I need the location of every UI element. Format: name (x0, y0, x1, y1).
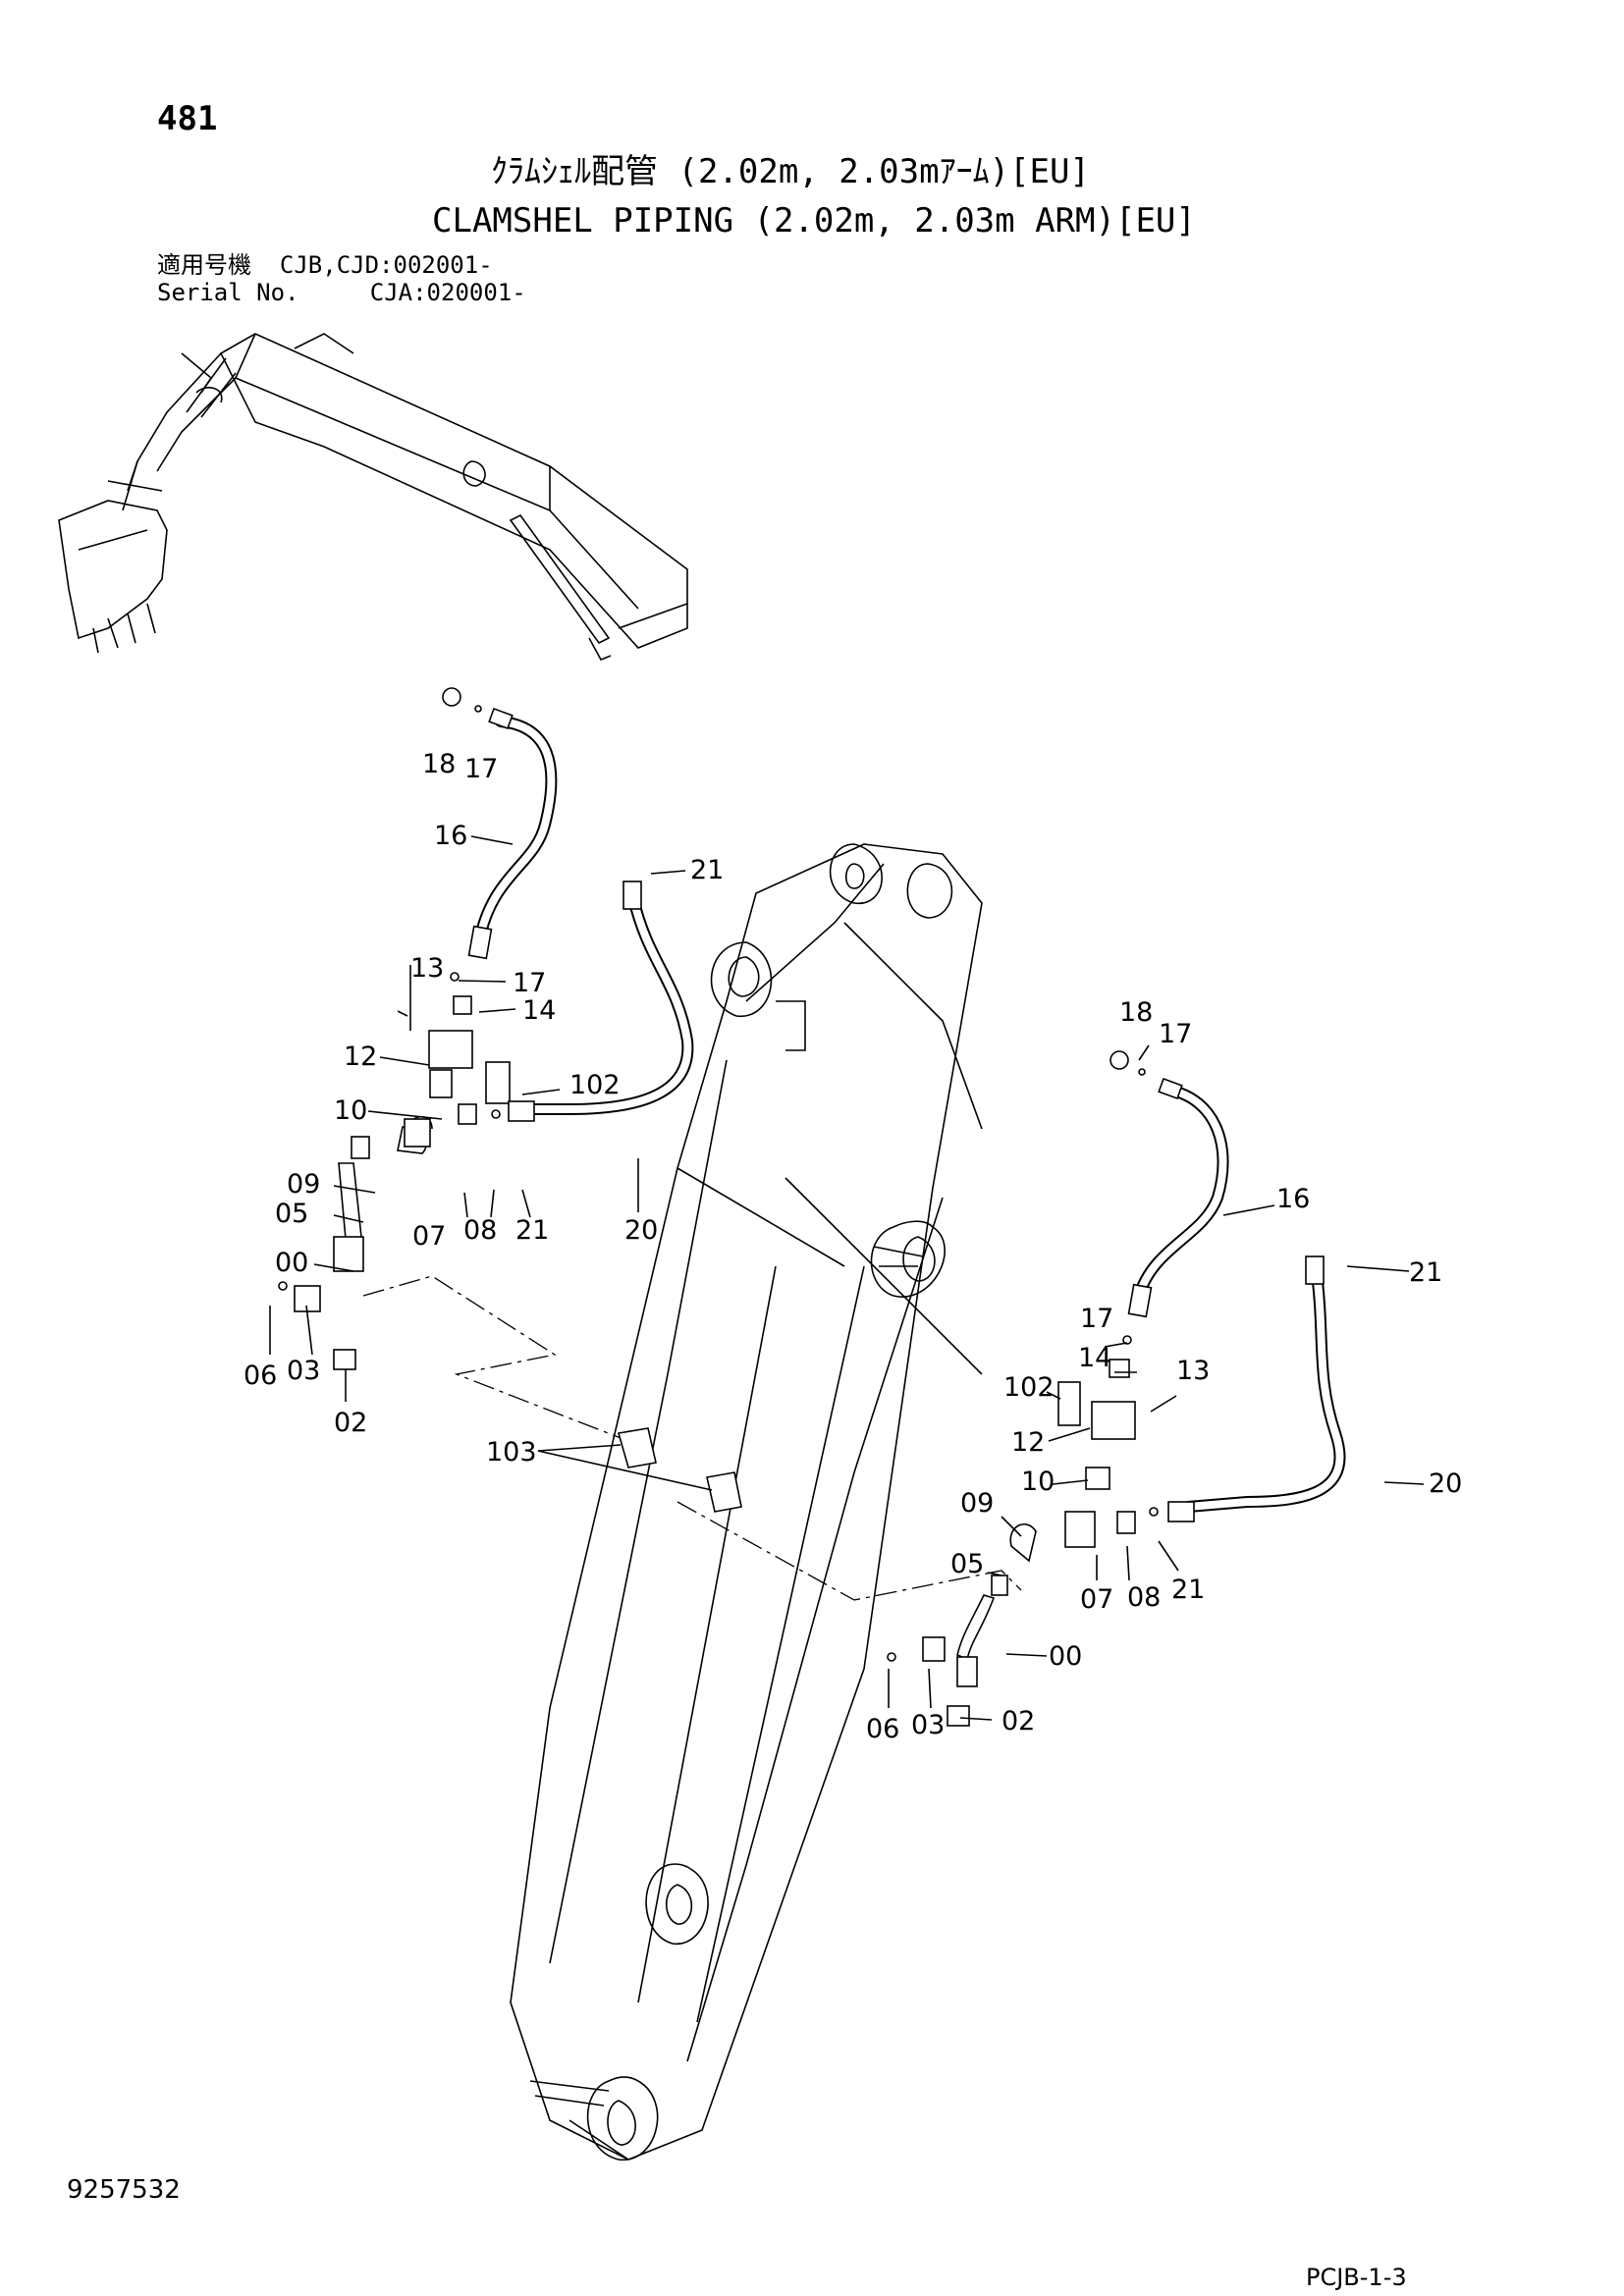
callout-06: 06 (866, 1714, 899, 1744)
callout-00: 00 (275, 1248, 308, 1278)
callout-20: 20 (624, 1215, 658, 1246)
callouts-right: 18 17 16 21 17 14 13 102 12 10 09 20 05 … (866, 997, 1462, 1744)
callout-13: 13 (410, 953, 444, 984)
callout-09: 09 (287, 1169, 320, 1200)
callout-16: 16 (434, 821, 467, 851)
callout-05: 05 (950, 1549, 984, 1579)
callout-17: 17 (1159, 1019, 1192, 1049)
callout-03: 03 (287, 1356, 320, 1386)
title-japanese: ｸﾗﾑｼｪﾙ配管 (2.02m, 2.03mｱｰﾑ)[EU] (491, 152, 1090, 191)
callout-06: 06 (244, 1361, 277, 1391)
callout-21: 21 (1409, 1257, 1442, 1288)
callout-09: 09 (960, 1488, 994, 1519)
callout-08: 08 (1127, 1582, 1161, 1613)
callout-102: 102 (1003, 1372, 1055, 1403)
clamp-parts-103 (617, 1427, 742, 1513)
callout-18: 18 (422, 749, 456, 779)
callout-16: 16 (1276, 1184, 1310, 1214)
drawing-number: 9257532 (67, 2175, 181, 2205)
page-code: PCJB-1-3 (1306, 2264, 1407, 2291)
callout-14: 14 (1078, 1343, 1111, 1373)
callout-21: 21 (515, 1215, 549, 1246)
callout-05: 05 (275, 1199, 308, 1229)
serial-value-1: CJB,CJD:002001- (279, 251, 493, 279)
callout-00: 00 (1049, 1641, 1082, 1672)
callout-10: 10 (1021, 1467, 1055, 1497)
callout-07: 07 (412, 1221, 446, 1252)
callout-leaders (269, 835, 1425, 1721)
callout-20: 20 (1429, 1468, 1462, 1499)
callout-08: 08 (463, 1215, 497, 1246)
title-english: CLAMSHEL PIPING (2.02m, 2.03m ARM)[EU] (432, 201, 1196, 240)
callout-12: 12 (344, 1041, 377, 1072)
callout-102: 102 (569, 1070, 621, 1100)
callout-02: 02 (334, 1408, 367, 1438)
callout-13: 13 (1176, 1356, 1210, 1386)
leader-lines (362, 1275, 1022, 1601)
right-hose-assembly (887, 1050, 1346, 1727)
callout-17: 17 (513, 968, 546, 998)
serial-label-ja: 適用号機 (157, 251, 251, 279)
page-number: 481 (157, 99, 218, 138)
serial-label-en: Serial No. (157, 279, 299, 306)
callout-17: 17 (1080, 1304, 1113, 1334)
callout-17: 17 (464, 754, 498, 784)
left-hose-assembly (278, 687, 694, 1370)
serial-value-2: CJA:020001- (369, 279, 526, 306)
callout-21: 21 (690, 855, 724, 885)
callouts-left: 18 17 16 21 13 17 14 12 102 10 09 05 00 … (244, 749, 724, 1438)
callout-14: 14 (522, 995, 556, 1026)
serial-info: 適用号機 CJB,CJD:002001- Serial No. CJA:0200… (157, 251, 526, 306)
callout-103: 103 (486, 1437, 537, 1468)
callout-02: 02 (1001, 1706, 1035, 1736)
callout-10: 10 (334, 1095, 367, 1126)
callout-18: 18 (1119, 997, 1153, 1028)
arm-body (510, 843, 983, 2161)
excavator-overview (58, 333, 688, 662)
callout-21: 21 (1171, 1575, 1205, 1605)
callout-07: 07 (1080, 1584, 1113, 1615)
callout-12: 12 (1011, 1427, 1045, 1458)
callouts-center: 103 (486, 1437, 537, 1468)
callout-03: 03 (911, 1710, 945, 1740)
